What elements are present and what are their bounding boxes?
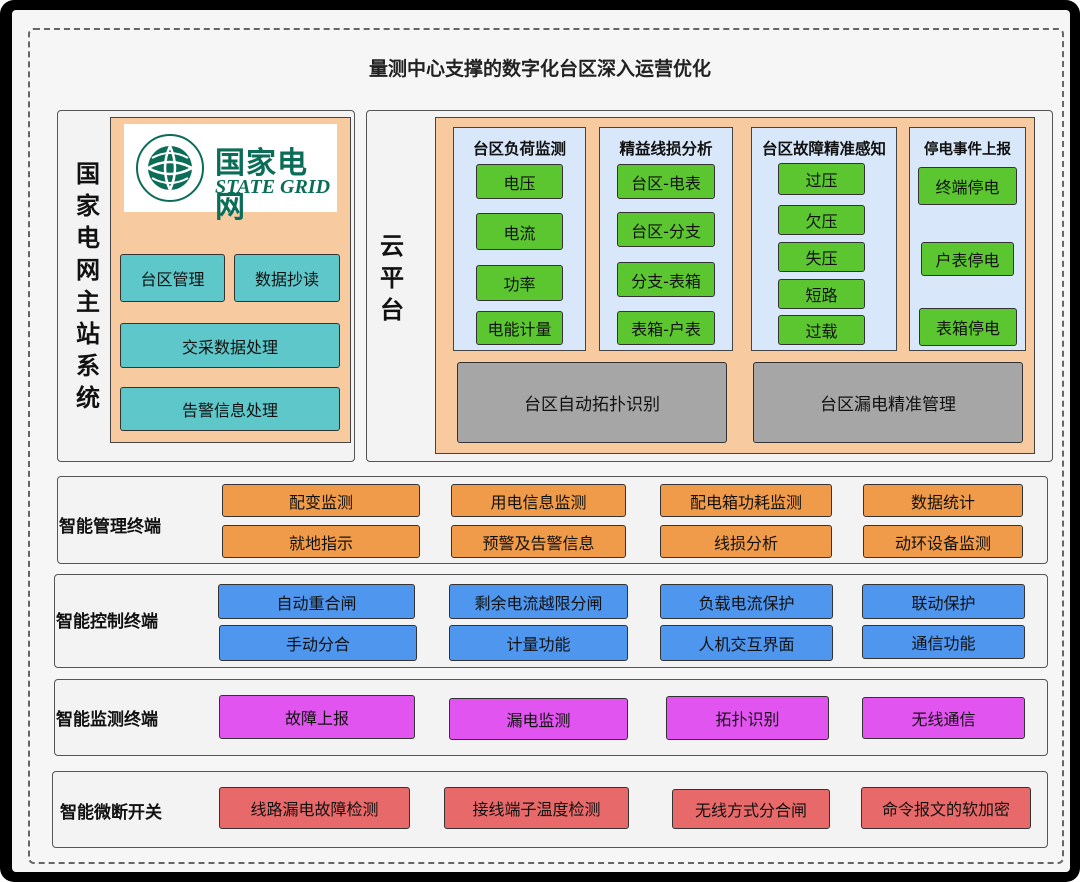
row-item[interactable]: 自动重合闸 (218, 584, 415, 619)
logo-cn-text: 国家电网 (215, 146, 308, 225)
group-title: 台区故障精准感知 (761, 140, 886, 158)
row-item[interactable]: 故障上报 (219, 695, 415, 739)
group-item[interactable]: 电压 (476, 164, 563, 199)
row-item[interactable]: 拓扑识别 (666, 696, 829, 740)
group-item[interactable]: 功率 (476, 265, 563, 301)
row-item[interactable]: 漏电监测 (449, 698, 628, 740)
group-item[interactable]: 分支-表箱 (617, 262, 715, 297)
leakage-management-bar[interactable]: 台区漏电精准管理 (753, 362, 1023, 443)
group-item[interactable]: 表箱停电 (919, 308, 1017, 346)
row-item[interactable]: 人机交互界面 (660, 625, 833, 661)
group-title: 停电事件上报 (924, 142, 1011, 158)
group-item[interactable]: 台区-分支 (617, 212, 715, 247)
ms-button-1[interactable]: 台区管理 (120, 254, 225, 302)
state-grid-emblem-icon (136, 134, 204, 202)
group-item[interactable]: 户表停电 (921, 242, 1014, 276)
row-item[interactable]: 计量功能 (449, 625, 628, 661)
row-item[interactable]: 手动分合 (219, 625, 417, 661)
row-item[interactable]: 数据统计 (863, 484, 1023, 517)
row-item[interactable]: 无线方式分合闸 (672, 789, 830, 829)
group-item[interactable]: 电流 (476, 213, 563, 250)
row-item[interactable]: 用电信息监测 (451, 484, 626, 517)
row-label: 智能微断开关 (60, 803, 162, 823)
row-label: 智能控制终端 (56, 612, 158, 632)
row-item[interactable]: 就地指示 (222, 525, 420, 558)
ms-button-3[interactable]: 交采数据处理 (120, 323, 340, 368)
ms-button-4[interactable]: 告警信息处理 (120, 387, 340, 431)
state-grid-logo: 国家电网 STATE GRID (124, 124, 337, 225)
row-item[interactable]: 线损分析 (660, 525, 832, 558)
row-item[interactable]: 剩余电流越限分闸 (449, 584, 628, 619)
logo-en-text: STATE GRID (215, 176, 331, 198)
group-title: 精益线损分析 (619, 140, 713, 158)
group-item[interactable]: 电能计量 (476, 311, 563, 345)
group-item[interactable]: 失压 (778, 242, 865, 272)
group-item[interactable]: 短路 (778, 279, 865, 309)
group-title: 台区负荷监测 (472, 140, 566, 158)
outer-dashed-border (28, 28, 1064, 864)
row-item[interactable]: 配变监测 (222, 484, 420, 517)
master-station-label: 国家电网主站系统 (76, 160, 100, 412)
topology-identification-bar[interactable]: 台区自动拓扑识别 (457, 362, 727, 443)
row-item[interactable]: 接线端子温度检测 (444, 787, 629, 829)
row-item[interactable]: 无线通信 (862, 697, 1025, 739)
row-item[interactable]: 负载电流保护 (660, 584, 833, 619)
group-item[interactable]: 终端停电 (918, 167, 1017, 205)
group-item[interactable]: 过压 (778, 163, 865, 195)
row-item[interactable]: 动环设备监测 (863, 525, 1023, 558)
group-item[interactable]: 表箱-户表 (617, 311, 715, 345)
group-item[interactable]: 过载 (778, 315, 865, 345)
row-item[interactable]: 命令报文的软加密 (861, 787, 1031, 829)
row-item[interactable]: 配电箱功耗监测 (660, 484, 832, 517)
group-item[interactable]: 台区-电表 (617, 164, 715, 199)
cloud-platform-label: 云平台 (380, 232, 404, 324)
group-item[interactable]: 欠压 (778, 205, 865, 235)
row-item[interactable]: 通信功能 (862, 625, 1025, 659)
row-label: 智能监测终端 (56, 710, 158, 730)
ms-button-2[interactable]: 数据抄读 (234, 254, 340, 302)
row-item[interactable]: 线路漏电故障检测 (219, 787, 410, 829)
row-item[interactable]: 联动保护 (862, 584, 1025, 619)
row-item[interactable]: 预警及告警信息 (451, 525, 626, 558)
diagram-title: 量测中心支撑的数字化台区深入运营优化 (368, 58, 711, 80)
row-label: 智能管理终端 (59, 517, 161, 537)
